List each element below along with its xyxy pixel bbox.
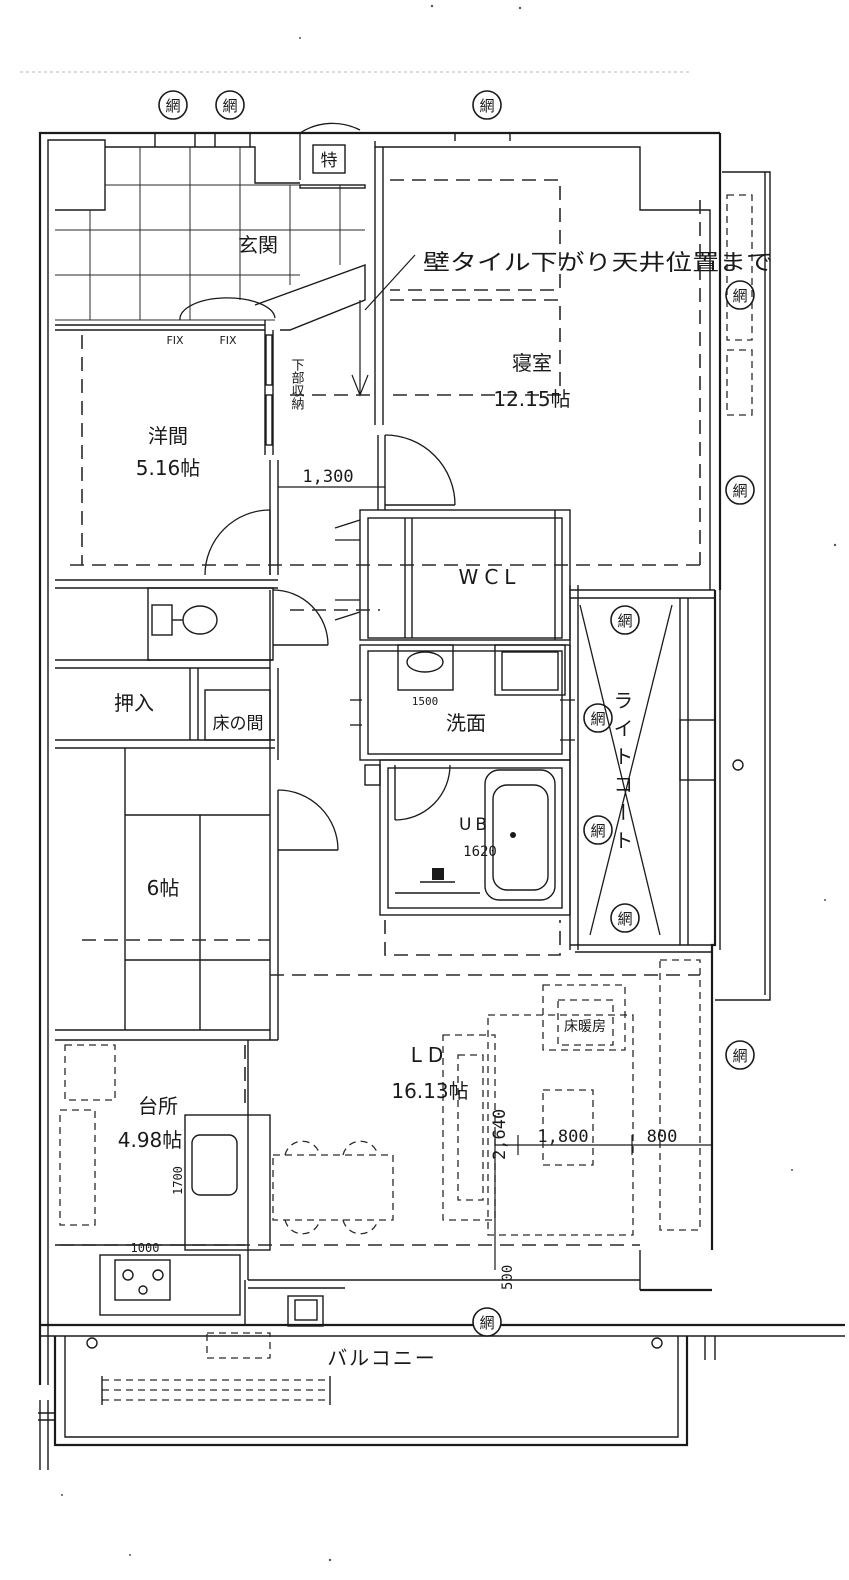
balcony-label: バルコニー [327,1346,437,1370]
alcove-label: 床の間 [213,714,264,734]
net-mark-icon [725,280,755,310]
net-mark-icon [472,90,502,120]
fix-label-left: FIX [166,334,184,347]
hall-width-dimension: 1,300 [302,467,353,487]
net-mark-icon [158,90,188,120]
ld-width-dimension-a: 1,800 [537,1127,588,1147]
labels: 特 玄関 壁タイル下がり天井位置まで FIX FIX 下部収納 寝室 12.15… [114,151,773,1370]
toilet-icon [151,604,218,636]
light-court-label: ライトコート [610,690,634,858]
wcl-label: WCL [459,565,522,589]
net-mark-icon [215,90,245,120]
net-marks [158,90,755,1337]
net-mark-label: 網 [165,97,180,115]
wash-counter-dimension: 1500 [412,695,439,708]
washroom-label: 洗面 [446,711,486,735]
kitchen-counter-width: 1000 [131,1241,160,1255]
net-mark-label: 網 [479,1314,494,1332]
bedroom-name: 寝室 [512,351,552,375]
net-mark-icon [725,475,755,505]
ld-depth-dimension: 2,640 [490,1109,510,1160]
net-mark-label: 網 [590,710,605,728]
entrance-label: 玄関 [238,233,278,257]
lower-storage-label: 下部収納 [289,358,305,411]
western-room-name: 洋間 [148,424,188,448]
fix-label-right: FIX [219,334,237,347]
net-mark-label: 網 [732,482,747,500]
dimension-lines [278,254,712,1270]
closet-label: 押入 [114,691,154,715]
ld-width-dimension-b: 800 [647,1127,678,1147]
bedroom-size: 12.15帖 [493,387,570,411]
bath-size: 1620 [463,844,497,860]
ld-bottom-dimension: 500 [500,1265,516,1290]
bath-name: UB [459,815,491,835]
net-mark-icon [583,703,613,733]
floor-heating-label: 床暖房 [564,1019,606,1035]
kitchen-counter-length: 1700 [171,1166,185,1195]
ld-name: LD [411,1043,450,1067]
net-mark-icon [610,903,640,933]
net-mark-icon [610,605,640,635]
net-mark-icon [725,1040,755,1070]
net-mark-label: 網 [222,97,237,115]
entrance-tiles [55,147,365,321]
dashed-lines [59,179,753,1246]
ld-size: 16.13帖 [391,1079,468,1103]
net-mark-label: 網 [617,910,632,928]
net-mark-label: 網 [479,97,494,115]
interior-walls [55,147,744,1405]
net-mark-label: 網 [617,612,632,630]
net-mark-icon [472,1307,502,1337]
wall-tile-note: 壁タイル下がり天井位置まで [423,251,773,276]
entry-door [299,122,366,189]
net-mark-labels: 網 網 網 網 網 網 網 網 網 網 網 [165,97,747,1332]
net-mark-label: 網 [732,1047,747,1065]
scan-specks [61,4,837,1562]
tatami-room-label: 6帖 [147,876,180,900]
net-mark-label: 網 [590,822,605,840]
western-room-size: 5.16帖 [136,456,201,480]
kitchen-name: 台所 [138,1094,178,1118]
kitchen-size: 4.98帖 [118,1128,183,1152]
special-mark: 特 [321,151,338,171]
net-mark-label: 網 [732,287,747,305]
net-mark-icon [583,815,613,845]
